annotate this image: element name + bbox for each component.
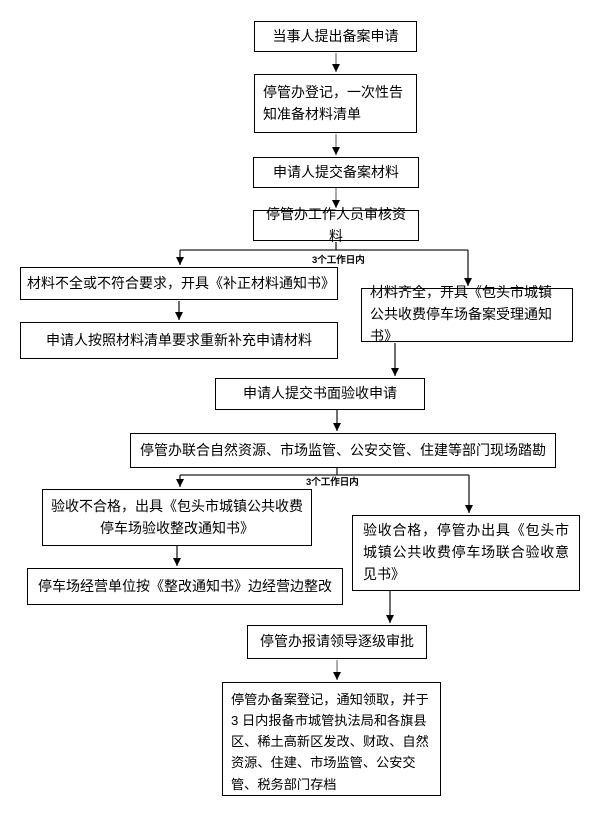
node-materials-complete-acceptance-notice: 材料齐全，开具《包头市城镇公共收费停车场备案受理通知书》 <box>361 284 573 344</box>
node-staff-review-materials: 停管办工作人员审核资料 <box>253 206 419 244</box>
node-inspection-failed-rectification-notice-text: 验收不合格，出具《包头市城镇公共收费停车场验收整改通知书》 <box>51 497 303 536</box>
node-staff-review-materials-text: 停管办工作人员审核资料 <box>266 205 406 244</box>
node-inspection-failed-rectification-notice: 验收不合格，出具《包头市城镇公共收费停车场验收整改通知书》 <box>42 489 312 546</box>
node-leader-approval-text: 停管办报请领导逐级审批 <box>260 633 414 650</box>
node-filing-registration-archive: 停管办备案登记，通知领取，并于3 日内报备市城管执法局和各旗县区、稀土高新区发改… <box>222 682 441 796</box>
node-apply-filing-text: 当事人提出备案申请 <box>272 27 399 44</box>
node-register-inform-materials-text: 停管办登记，一次性告知准备材料清单 <box>263 83 403 122</box>
node-joint-site-survey: 停管办联合自然资源、市场监管、公安交管、住建等部门现场踏勘 <box>130 433 556 468</box>
node-submit-filing-materials-text: 申请人提交备案材料 <box>273 163 399 180</box>
node-apply-filing: 当事人提出备案申请 <box>254 21 417 52</box>
node-operate-while-rectifying: 停车场经营单位按《整改通知书》边经营边整改 <box>27 568 343 605</box>
node-submit-inspection-application-text: 申请人提交书面验收申请 <box>243 385 397 402</box>
node-inspection-passed-opinion: 验收合格，停管办出具《包头市城镇公共收费停车场联合验收意见书》 <box>352 515 580 591</box>
node-materials-complete-acceptance-notice-text: 材料齐全，开具《包头市城镇公共收费停车场备案受理通知书》 <box>370 284 552 344</box>
node-joint-site-survey-text: 停管办联合自然资源、市场监管、公安交管、住建等部门现场踏勘 <box>140 441 546 458</box>
node-submit-inspection-application: 申请人提交书面验收申请 <box>215 378 425 410</box>
node-submit-filing-materials: 申请人提交备案材料 <box>253 157 419 188</box>
node-materials-incomplete-notice: 材料不全或不符合要求，开具《补正材料通知书》 <box>20 267 338 300</box>
node-filing-registration-archive-text: 停管办备案登记，通知领取，并于3 日内报备市城管执法局和各旗县区、稀土高新区发改… <box>231 692 429 792</box>
node-leader-approval: 停管办报请领导逐级审批 <box>247 625 427 659</box>
node-operate-while-rectifying-text: 停车场经营单位按《整改通知书》边经营边整改 <box>38 577 332 594</box>
node-materials-incomplete-notice-text: 材料不全或不符合要求，开具《补正材料通知书》 <box>27 274 335 291</box>
node-inspection-passed-opinion-text: 验收合格，停管办出具《包头市城镇公共收费停车场联合验收意见书》 <box>363 522 569 582</box>
node-register-inform-materials: 停管办登记，一次性告知准备材料清单 <box>254 74 417 133</box>
label-inspection-time-limit: 3个工作日内 <box>306 477 359 488</box>
label-review-time-limit: 3个工作日内 <box>312 255 365 266</box>
node-resupplement-materials-text: 申请人按照材料清单要求重新补充申请材料 <box>46 331 312 348</box>
node-resupplement-materials: 申请人按照材料清单要求重新补充申请材料 <box>20 322 338 359</box>
